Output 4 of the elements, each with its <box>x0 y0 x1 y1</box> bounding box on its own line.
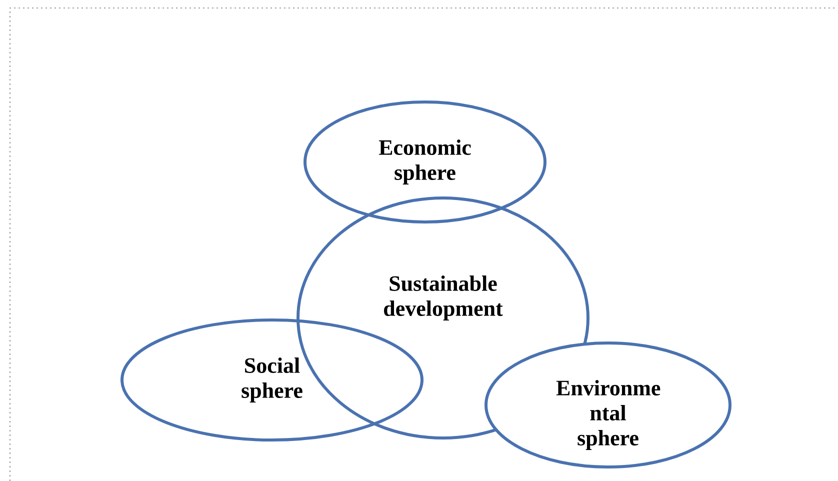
node-text: Social sphere <box>242 358 302 402</box>
node-text: Sustainable development <box>384 276 503 320</box>
node-text: Economic sphere <box>378 140 471 184</box>
node-text: Environme ntal sphere <box>556 380 660 450</box>
